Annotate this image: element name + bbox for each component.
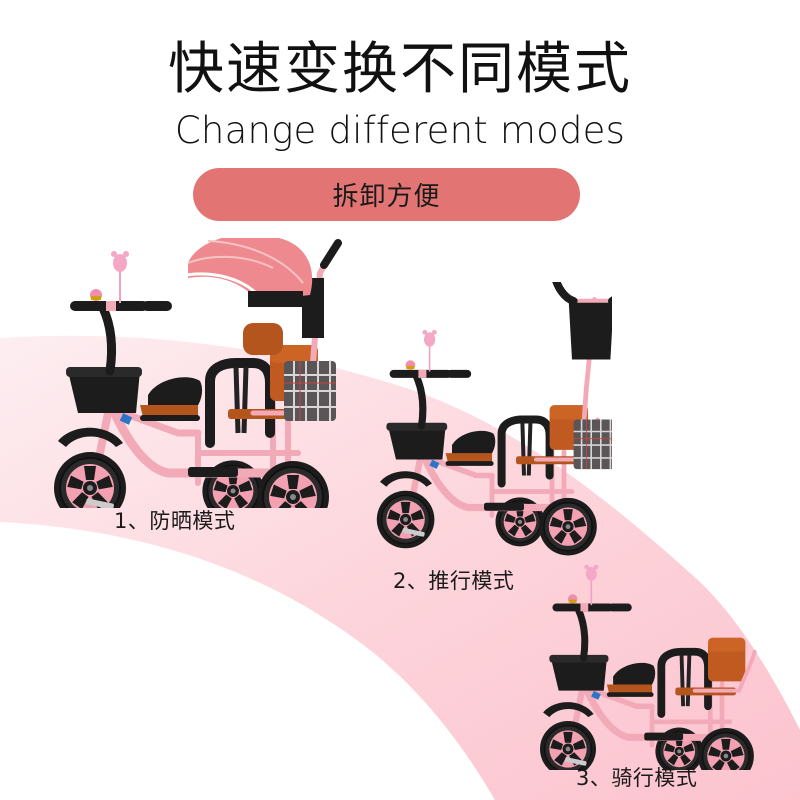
mode-label-push: 2、推行模式	[393, 569, 515, 593]
tricycle-canopy-mode-image	[48, 238, 342, 508]
mode-label-canopy: 1、防晒模式	[114, 509, 236, 533]
feature-badge: 拆卸方便	[193, 168, 580, 221]
page-title: 快速变换不同模式	[168, 37, 632, 102]
feature-badge-label: 拆卸方便	[332, 182, 441, 212]
page-subtitle: Change different modes	[174, 109, 626, 152]
tricycle-ride-mode-image	[516, 560, 788, 770]
tricycle-push-mode-image	[372, 282, 612, 557]
mode-label-ride: 3、骑行模式	[576, 766, 698, 790]
